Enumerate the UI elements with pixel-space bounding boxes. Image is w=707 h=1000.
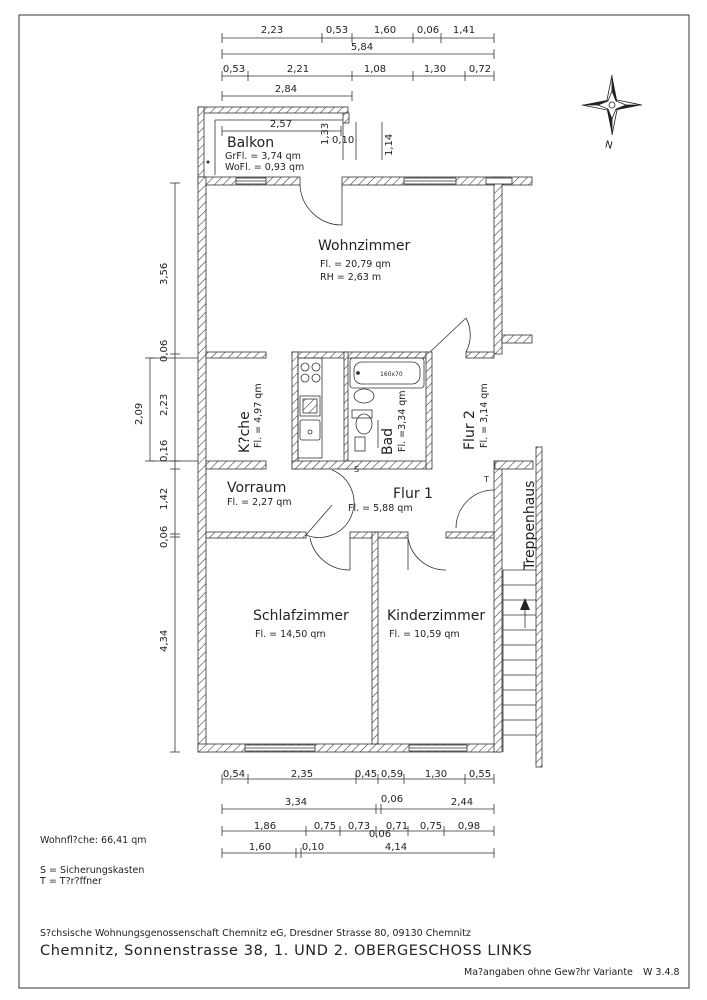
company-line: S?chsische Wohnungsgenossenschaft Chemni… bbox=[40, 928, 471, 939]
staircase bbox=[502, 569, 536, 752]
dim-bottom-row3-1: 1,86 bbox=[254, 821, 276, 832]
room-name-flur1: Flur 1 bbox=[393, 486, 433, 502]
dim-balcony-v2: 0,10 bbox=[332, 135, 354, 146]
dim-bottom-row3-4: 0,71 bbox=[386, 821, 408, 832]
dim-bottom-row3-2: 0,75 bbox=[314, 821, 336, 832]
room-area-schlafzimmer: Fl. = 14,50 qm bbox=[255, 629, 326, 640]
dim-top-5: 1,41 bbox=[453, 25, 475, 36]
room-name-kinderzimmer: Kinderzimmer bbox=[387, 608, 485, 624]
dim-left-7: 4,34 bbox=[159, 630, 170, 652]
dim-bottom-row4-3: 4,14 bbox=[385, 842, 407, 853]
disclaimer-note: Ma?angaben ohne Gew?hr Variante bbox=[464, 967, 633, 978]
marker-s: S bbox=[354, 465, 359, 474]
dim-balcony-width: 2,84 bbox=[275, 84, 297, 95]
dim-bottom-row3-3: 0,73 bbox=[348, 821, 370, 832]
room-area-kinderzimmer: Fl. = 10,59 qm bbox=[389, 629, 460, 640]
dim-top-row2-4: 1,30 bbox=[424, 64, 446, 75]
room-area-kueche: Fl. = 4,97 qm bbox=[253, 383, 264, 448]
dim-bottom-row2-3: 2,44 bbox=[451, 797, 473, 808]
dim-top-row2-5: 0,72 bbox=[469, 64, 491, 75]
compass-label: N bbox=[604, 139, 614, 151]
room-name-schlafzimmer: Schlafzimmer bbox=[253, 608, 349, 624]
balcony bbox=[197, 106, 350, 178]
dim-top-1: 2,23 bbox=[261, 25, 283, 36]
stair-direction-arrow-icon bbox=[520, 598, 530, 610]
dim-bottom-row2-2: 0,06 bbox=[381, 794, 403, 805]
dim-left-5: 1,42 bbox=[159, 488, 170, 510]
compass-icon bbox=[581, 74, 643, 136]
dim-bottom-1: 0,54 bbox=[223, 769, 245, 780]
room-name-kueche: K?che bbox=[237, 411, 253, 453]
dim-top-row2-3: 1,08 bbox=[364, 64, 386, 75]
dim-left-outer: 2,09 bbox=[134, 403, 145, 425]
dim-balcony-inner: 2,57 bbox=[270, 119, 292, 130]
room-name-flur2: Flur 2 bbox=[462, 410, 478, 450]
dim-bottom-row2-1: 3,34 bbox=[285, 797, 307, 808]
dim-left-4: 0,16 bbox=[159, 440, 170, 462]
room-area-balkon-wo: WoFl. = 0,93 qm bbox=[225, 162, 304, 173]
dim-top-row2-2: 2,21 bbox=[287, 64, 309, 75]
dim-left-1: 3,56 bbox=[159, 263, 170, 285]
bath-fixtures bbox=[349, 357, 425, 452]
room-area-wohnzimmer: Fl. = 20,79 qm bbox=[320, 259, 391, 270]
dim-bottom-2: 2,35 bbox=[291, 769, 313, 780]
room-name-bad: Bad bbox=[380, 428, 396, 455]
dim-top-4: 0,06 bbox=[417, 25, 439, 36]
dim-top-2: 0,53 bbox=[326, 25, 348, 36]
dim-left-3: 2,23 bbox=[159, 394, 170, 416]
page-frame bbox=[18, 14, 690, 989]
balcony-vertical-dims: 1,33 0,10 1,14 bbox=[320, 123, 395, 156]
left-dimension-labels: 3,56 0,06 2,23 0,16 1,42 0,06 4,34 2,09 bbox=[134, 263, 170, 652]
left-dimension-chains bbox=[145, 182, 205, 753]
total-living-area: Wohnfl?che: 66,41 qm bbox=[40, 835, 147, 846]
bathtub-label: 160x70 bbox=[380, 371, 403, 378]
room-name-vorraum: Vorraum bbox=[227, 480, 286, 496]
walls bbox=[197, 176, 543, 768]
top-dimension-chains bbox=[221, 33, 495, 160]
dim-left-2: 0,06 bbox=[159, 340, 170, 362]
windows bbox=[235, 177, 513, 752]
top-dimension-labels: 2,23 0,53 1,60 0,06 1,41 5,84 0,53 2,21 … bbox=[223, 25, 491, 130]
dim-bottom-4: 0,59 bbox=[381, 769, 403, 780]
dim-bottom-3: 0,45 bbox=[355, 769, 377, 780]
version-code: W 3.4.8 bbox=[643, 967, 680, 978]
room-area-flur2: Fl. = 3,14 qm bbox=[479, 383, 490, 448]
dim-bottom-row4-2: 0,10 bbox=[302, 842, 324, 853]
legend-s: S = Sicherungskasten bbox=[40, 865, 144, 876]
room-height-wohnzimmer: RH = 2,63 m bbox=[320, 272, 381, 283]
dim-bottom-row3-6: 0,98 bbox=[458, 821, 480, 832]
doors bbox=[299, 184, 495, 571]
dim-top-row2-1: 0,53 bbox=[223, 64, 245, 75]
bottom-dimension-chains bbox=[221, 774, 495, 858]
dim-top-3: 1,60 bbox=[374, 25, 396, 36]
dim-bottom-row4-1: 1,60 bbox=[249, 842, 271, 853]
room-area-balkon-gr: GrFl. = 3,74 qm bbox=[225, 151, 301, 162]
dim-bottom-5: 1,30 bbox=[425, 769, 447, 780]
room-labels: Wohnzimmer Fl. = 20,79 qm RH = 2,63 m K?… bbox=[227, 238, 538, 640]
room-name-balkon: Balkon bbox=[227, 135, 274, 151]
room-area-bad: Fl. =3,34 qm bbox=[397, 390, 408, 452]
dim-top-total: 5,84 bbox=[351, 42, 373, 53]
room-area-flur1: Fl. = 5,88 qm bbox=[348, 503, 413, 514]
kitchen-fixtures bbox=[297, 357, 323, 459]
marker-t: T bbox=[483, 475, 489, 484]
room-name-wohnzimmer: Wohnzimmer bbox=[318, 238, 410, 254]
dim-bottom-6: 0,55 bbox=[469, 769, 491, 780]
address-title: Chemnitz, Sonnenstrasse 38, 1. UND 2. OB… bbox=[40, 943, 532, 959]
dim-balcony-v1: 1,33 bbox=[320, 123, 331, 145]
dim-balcony-v3: 1,14 bbox=[384, 134, 395, 156]
room-area-vorraum: Fl. = 2,27 qm bbox=[227, 497, 292, 508]
bottom-dimension-labels: 0,54 2,35 0,45 0,59 1,30 0,55 3,34 0,06 … bbox=[223, 769, 491, 853]
dim-bottom-row3-5: 0,75 bbox=[420, 821, 442, 832]
dim-left-6: 0,06 bbox=[159, 526, 170, 548]
room-name-treppenhaus: Treppenhaus bbox=[522, 481, 538, 571]
legend-t: T = T?r?ffner bbox=[39, 876, 102, 887]
dim-bottom-row3-mid: 0,06 bbox=[369, 829, 391, 840]
